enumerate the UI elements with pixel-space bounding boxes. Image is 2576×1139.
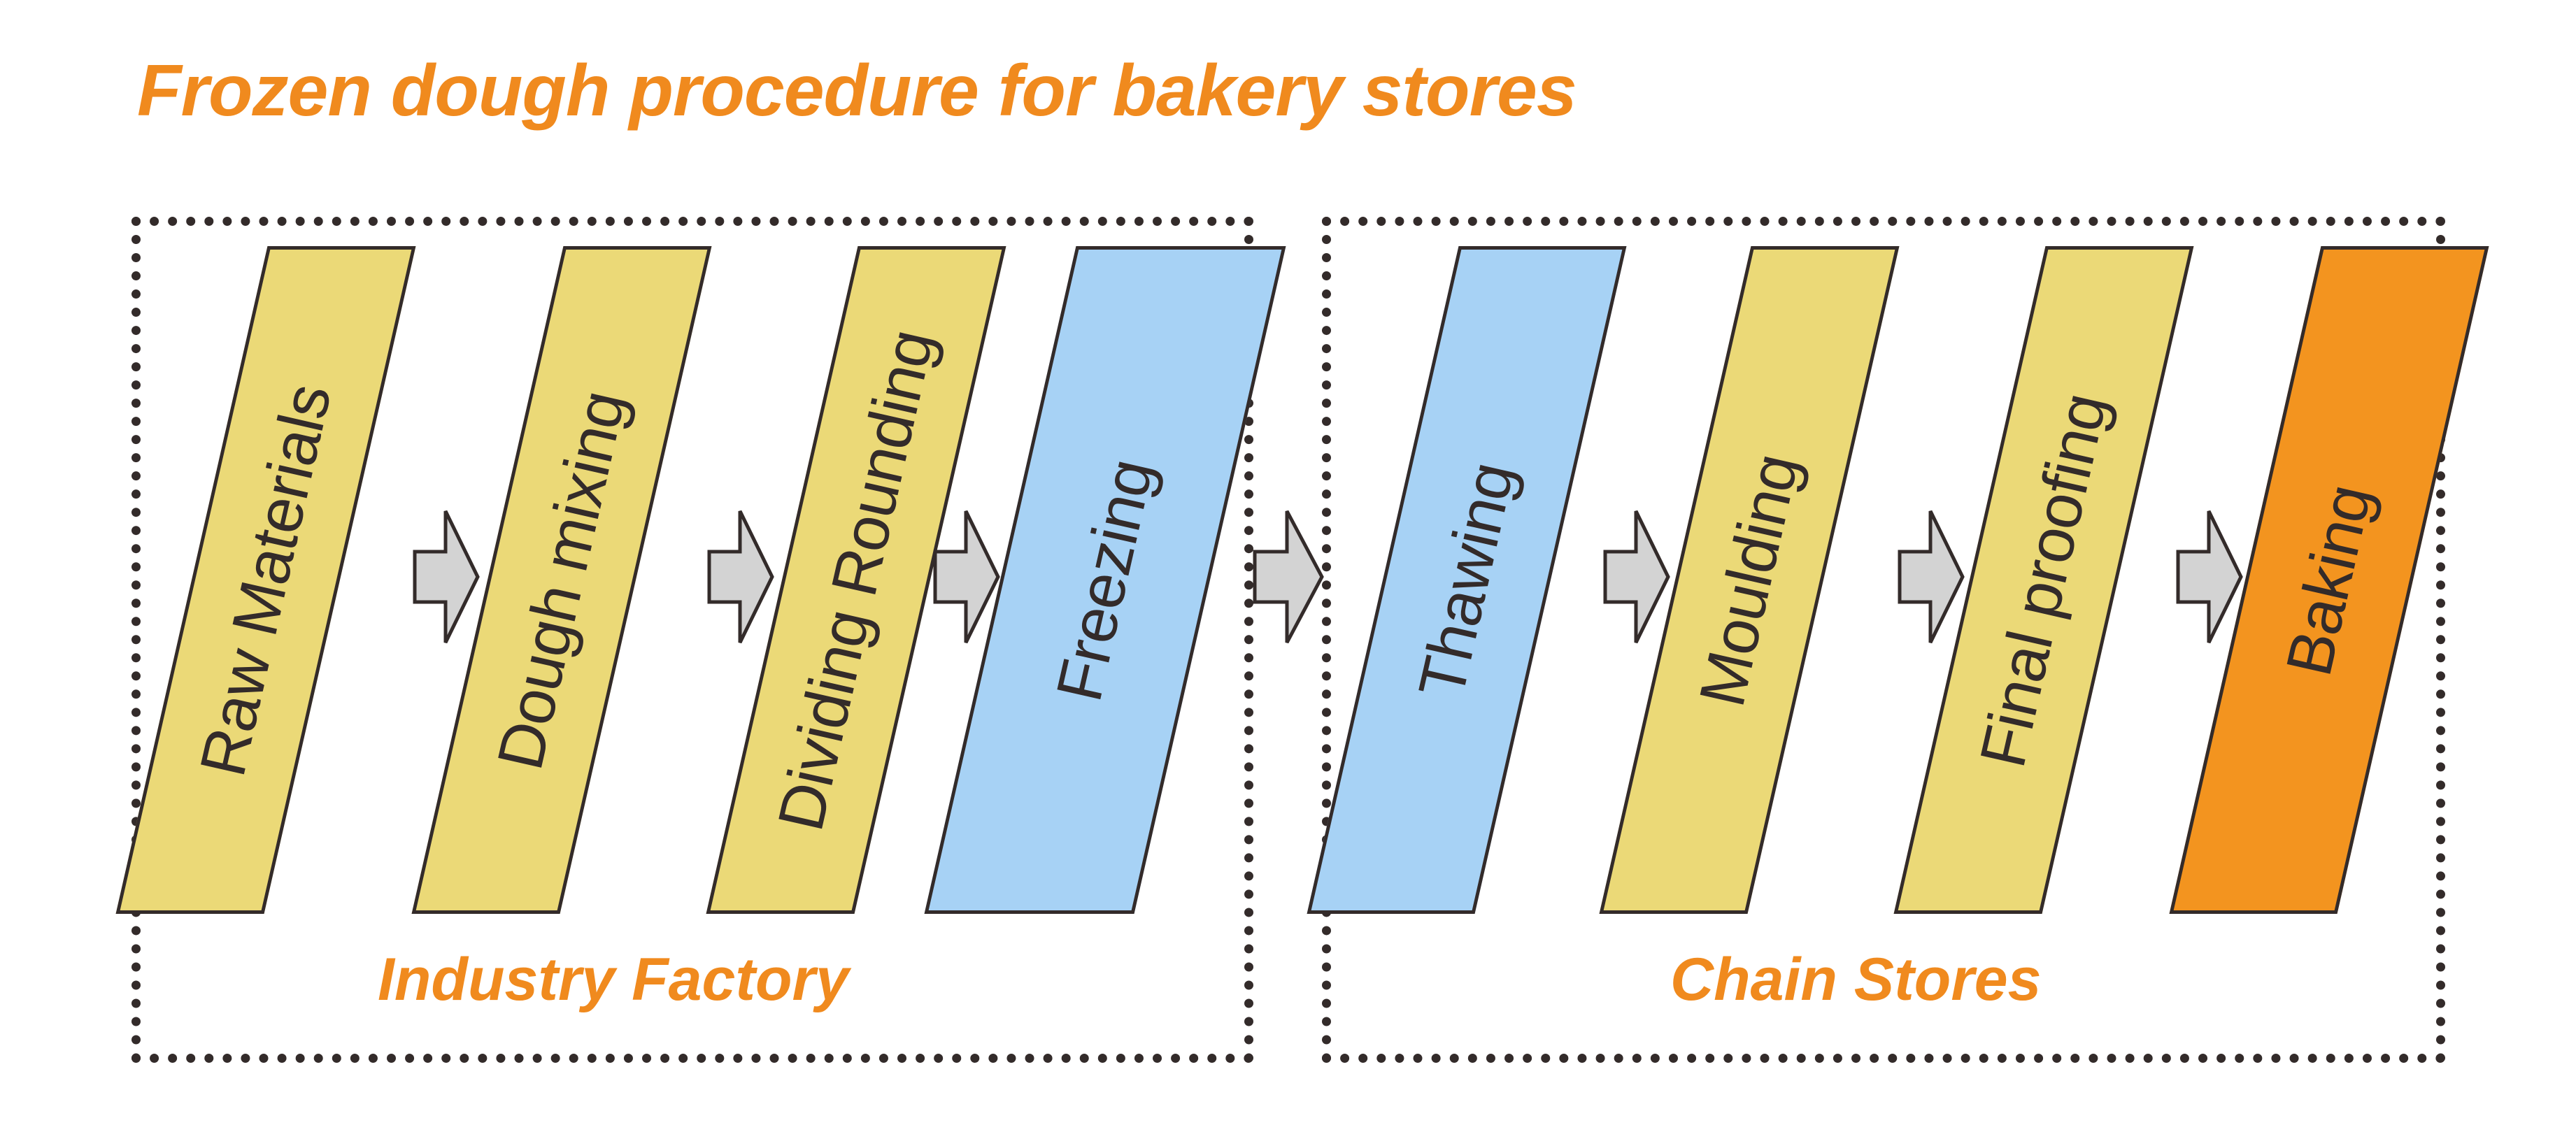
- right-block-arrow-icon: [2175, 508, 2244, 645]
- process-step-final-proofing[interactable]: Final proofing: [1893, 246, 2194, 914]
- right-block-arrow-icon: [1897, 508, 1965, 645]
- page-title: Frozen dough procedure for bakery stores: [137, 50, 1577, 131]
- group-caption-chain-stores: Chain Stores: [1670, 946, 2042, 1013]
- process-step-dividing-rounding[interactable]: Dividing Rounding: [706, 246, 1006, 914]
- process-step-thawing[interactable]: Thawing: [1307, 246, 1627, 914]
- process-step-moulding[interactable]: Moulding: [1599, 246, 1900, 914]
- right-block-arrow-icon: [706, 508, 775, 645]
- process-step-raw-materials[interactable]: Raw Materials: [115, 246, 416, 914]
- right-block-arrow-icon: [412, 508, 481, 645]
- right-block-arrow-icon: [932, 508, 1001, 645]
- process-step-freezing[interactable]: Freezing: [924, 246, 1286, 914]
- process-step-baking[interactable]: Baking: [2169, 246, 2489, 914]
- right-block-arrow-icon: [1252, 508, 1325, 645]
- group-caption-industry-factory: Industry Factory: [378, 946, 849, 1013]
- process-step-dough-mixing[interactable]: Dough mixing: [411, 246, 712, 914]
- right-block-arrow-icon: [1602, 508, 1671, 645]
